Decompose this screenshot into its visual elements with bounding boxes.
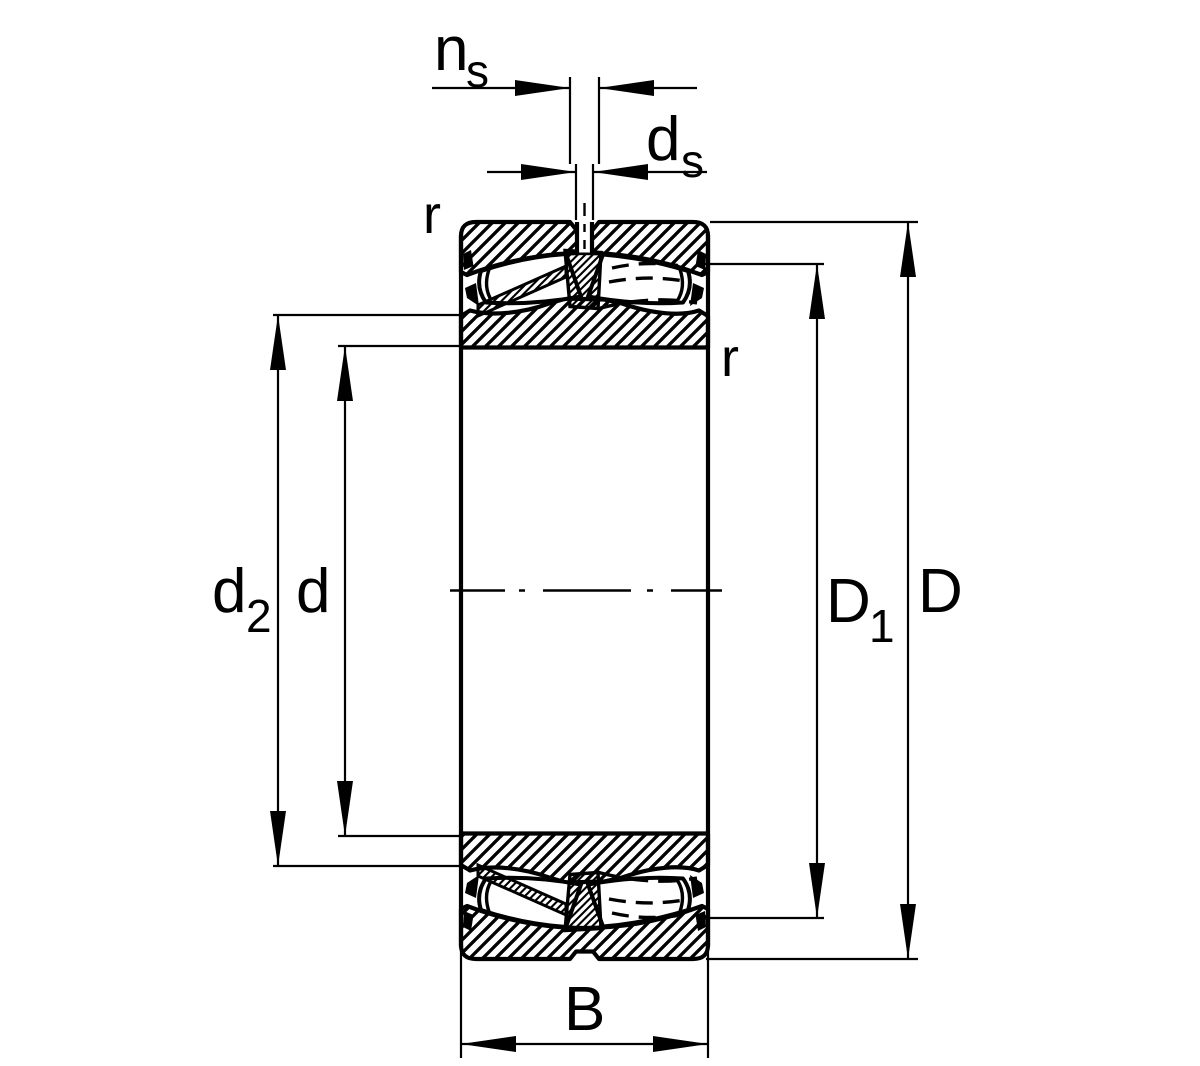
b-extension-lines	[459, 947, 710, 1058]
bearing-bottom-half	[461, 834, 708, 960]
label-width-B: B	[564, 975, 605, 1044]
dimension-D1	[703, 262, 825, 920]
dimension-ns	[432, 77, 697, 164]
dimension-D	[706, 220, 918, 961]
label-shoulder-diameter-D1: D	[826, 567, 871, 636]
dimension-ds	[487, 164, 707, 220]
label-radius-top-left: r	[423, 185, 441, 245]
bearing-top-half	[461, 203, 708, 348]
label-hole-diameter-ds: d	[646, 105, 680, 174]
label-outer-diameter-D: D	[918, 557, 963, 626]
label-groove-width-ns: n	[434, 15, 468, 84]
label-radius-right: r	[721, 328, 739, 388]
label-recess-diameter-d2-sub: 2	[246, 590, 272, 642]
label-groove-width-ns-sub: s	[466, 45, 489, 97]
label-bore-diameter-d: d	[296, 557, 330, 626]
label-recess-diameter-d2: d	[212, 557, 246, 626]
dimension-B	[461, 1036, 708, 1052]
dimension-d	[337, 344, 461, 838]
dimension-d2	[270, 313, 461, 868]
label-shoulder-diameter-D1-sub: 1	[869, 600, 895, 652]
lubrication-hole	[574, 203, 595, 254]
label-hole-diameter-ds-sub: s	[681, 135, 704, 187]
